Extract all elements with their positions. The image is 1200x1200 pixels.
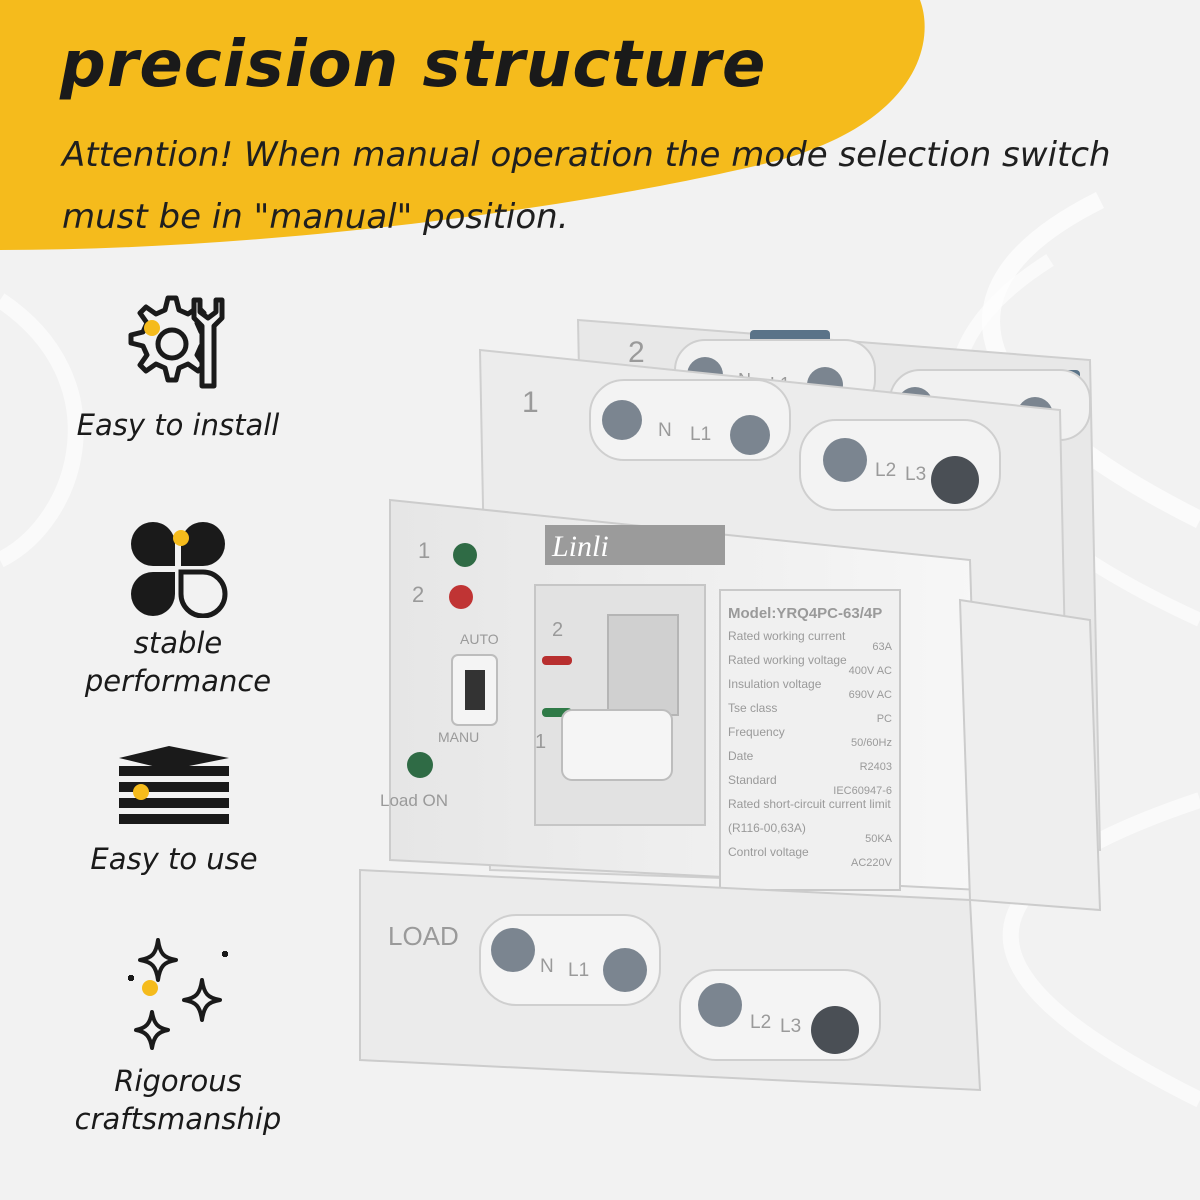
terminal-l1: L1 (568, 960, 589, 981)
spec-value-text: 400V AC (849, 665, 892, 677)
screw-icon (811, 1006, 859, 1054)
spec-value-text: PC (877, 713, 892, 725)
source-2-led (449, 585, 473, 609)
terminal-l3: L3 (780, 1016, 801, 1037)
spec-value-text: 50KA (865, 833, 893, 845)
spec-label (719, 589, 901, 891)
spec-label-text: Rated working current (728, 629, 846, 643)
screw-icon (491, 928, 535, 972)
load-on-led (407, 752, 433, 778)
screw-icon (602, 400, 642, 440)
spec-label-text: Tse class (728, 701, 777, 715)
mode-selector-toggle[interactable] (465, 670, 485, 710)
terminal-l1: L1 (690, 424, 711, 445)
terminal-n: N (658, 420, 672, 441)
terminal-l2: L2 (750, 1012, 771, 1033)
sparkles-icon (128, 938, 228, 1050)
screw-icon (823, 438, 867, 482)
position-2-marker (542, 656, 572, 665)
terminal-l2: L2 (875, 460, 896, 481)
spec-value-text: 690V AC (849, 689, 892, 701)
screw-icon (698, 983, 742, 1027)
load-label: LOAD (388, 921, 459, 951)
source-1-label: 1 (522, 386, 539, 419)
auto-label: AUTO (460, 631, 499, 647)
window-position-2: 2 (552, 619, 563, 641)
model-number: Model:YRQ4PC-63/4P (728, 605, 882, 622)
indicator-2-label: 2 (412, 582, 424, 607)
manual-handle-knob[interactable] (561, 709, 673, 781)
manu-label: MANU (438, 729, 479, 745)
spec-label-text: Insulation voltage (728, 677, 822, 691)
spec-label-text: Control voltage (728, 845, 809, 859)
feature-stable-performance: stable performance (48, 518, 308, 700)
feature-label: Rigorous craftsmanship (74, 1064, 282, 1136)
spec-rows: Rated working current 63A Rated working vo… (728, 629, 893, 869)
feature-easy-install: Easy to install (48, 288, 308, 444)
feature-label: Easy to install (76, 408, 280, 442)
load-on-label: Load ON (380, 791, 448, 810)
device-side-panel (958, 598, 1102, 912)
window-position-1: 1 (535, 731, 546, 753)
source-2-label: 2 (628, 336, 645, 369)
window-slot (607, 614, 679, 716)
device-bottom-housing (359, 868, 982, 1092)
spec-label-text: Standard (728, 773, 777, 787)
indicator-1-label: 1 (418, 538, 430, 563)
spec-label-text: Rated working voltage (728, 653, 847, 667)
feature-label: Easy to use (90, 842, 258, 876)
feature-rigorous-craftsmanship: Rigorous craftsmanship (48, 936, 308, 1138)
spec-value-text: 50/60Hz (851, 737, 892, 749)
clover-icon (131, 522, 228, 618)
yellow-banner (0, 0, 925, 250)
spec-value-text: AC220V (851, 857, 893, 869)
screw-icon (603, 948, 647, 992)
feature-easy-use: Easy to use (44, 744, 304, 878)
attention-note: Attention! When manual operation the mod… (62, 135, 1111, 237)
page-title: precision structure (60, 28, 767, 102)
screw-icon (730, 415, 770, 455)
spec-value-text: IEC60947-6 (833, 785, 892, 797)
brand-logo: Linli (551, 530, 609, 563)
spec-label-text: Frequency (728, 725, 785, 739)
spec-label-text: Date (728, 749, 754, 763)
spec-value-text: R2403 (860, 761, 892, 773)
gear-wrench-icon (128, 295, 225, 389)
spec-label-text: (R116-00,63A) (728, 821, 806, 835)
terminal-l3: L3 (905, 464, 926, 485)
terminal-n: N (540, 956, 554, 977)
brand-plate (545, 525, 725, 565)
feature-label: stable performance (84, 626, 272, 698)
source-1-led (453, 543, 477, 567)
transfer-switch-device: 2 N L1 L2 L3 1 N L1 L2 L3 Linli 1 2 AUTO… (359, 318, 1102, 1092)
spec-label-text: Rated short-circuit current limit (728, 797, 891, 811)
screw-icon (931, 456, 979, 504)
spec-value-text: 63A (872, 641, 892, 653)
swirl-decoration (0, 293, 84, 568)
stacked-layers-icon (119, 746, 229, 824)
